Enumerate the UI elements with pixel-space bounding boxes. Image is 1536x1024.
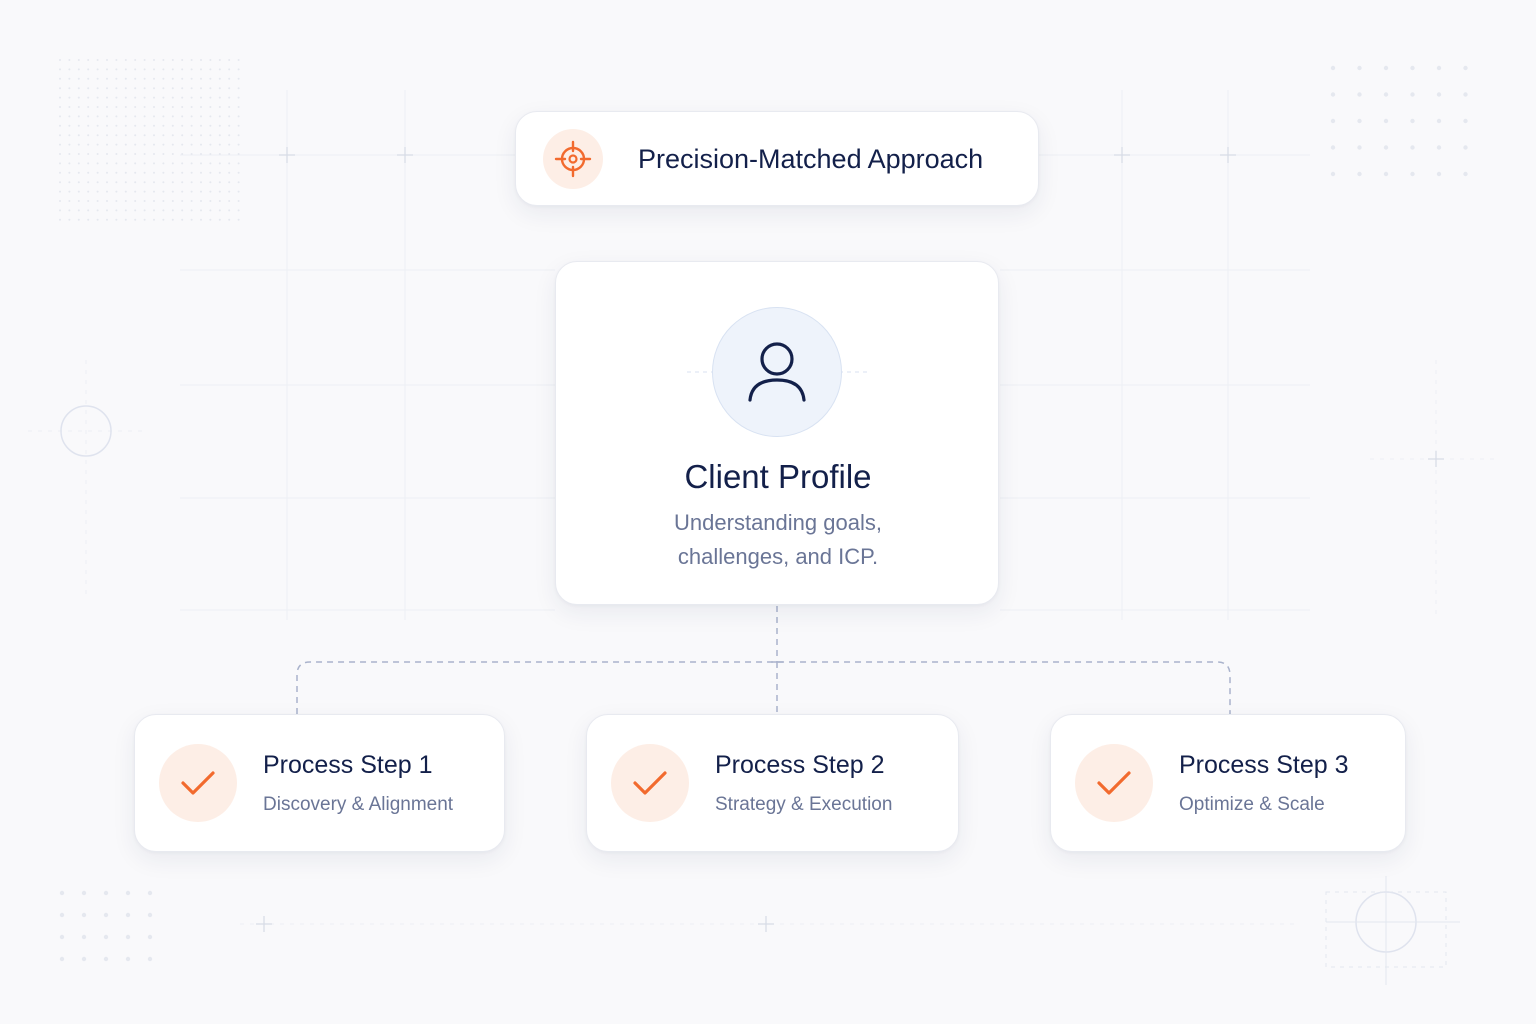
crosshair-target-icon <box>543 129 603 189</box>
avatar <box>712 307 842 437</box>
profile-description-line-1: Understanding goals, <box>674 510 882 535</box>
step-title: Process Step 1 <box>263 751 433 779</box>
user-icon <box>748 342 806 402</box>
approach-header-card: Precision-Matched Approach <box>515 111 1039 206</box>
approach-title: Precision-Matched Approach <box>638 144 984 174</box>
profile-description-line-2: challenges, and ICP. <box>677 544 879 569</box>
checkmark-icon <box>159 744 237 822</box>
step-subtitle: Strategy & Execution <box>715 794 893 815</box>
profile-description: Understanding goals, challenges, and ICP… <box>636 506 920 574</box>
step-subtitle: Discovery & Alignment <box>263 794 454 815</box>
profile-title: Client Profile <box>684 458 872 495</box>
step-title: Process Step 3 <box>1179 751 1349 779</box>
process-step-card-2: Process Step 2 Strategy & Execution <box>586 714 959 852</box>
client-profile-card: Client Profile Understanding goals, chal… <box>555 261 999 605</box>
process-step-card-1: Process Step 1 Discovery & Alignment <box>134 714 505 852</box>
checkmark-icon <box>1075 744 1153 822</box>
step-title: Process Step 2 <box>715 751 885 779</box>
process-step-card-3: Process Step 3 Optimize & Scale <box>1050 714 1406 852</box>
step-subtitle: Optimize & Scale <box>1179 794 1325 815</box>
checkmark-icon <box>611 744 689 822</box>
